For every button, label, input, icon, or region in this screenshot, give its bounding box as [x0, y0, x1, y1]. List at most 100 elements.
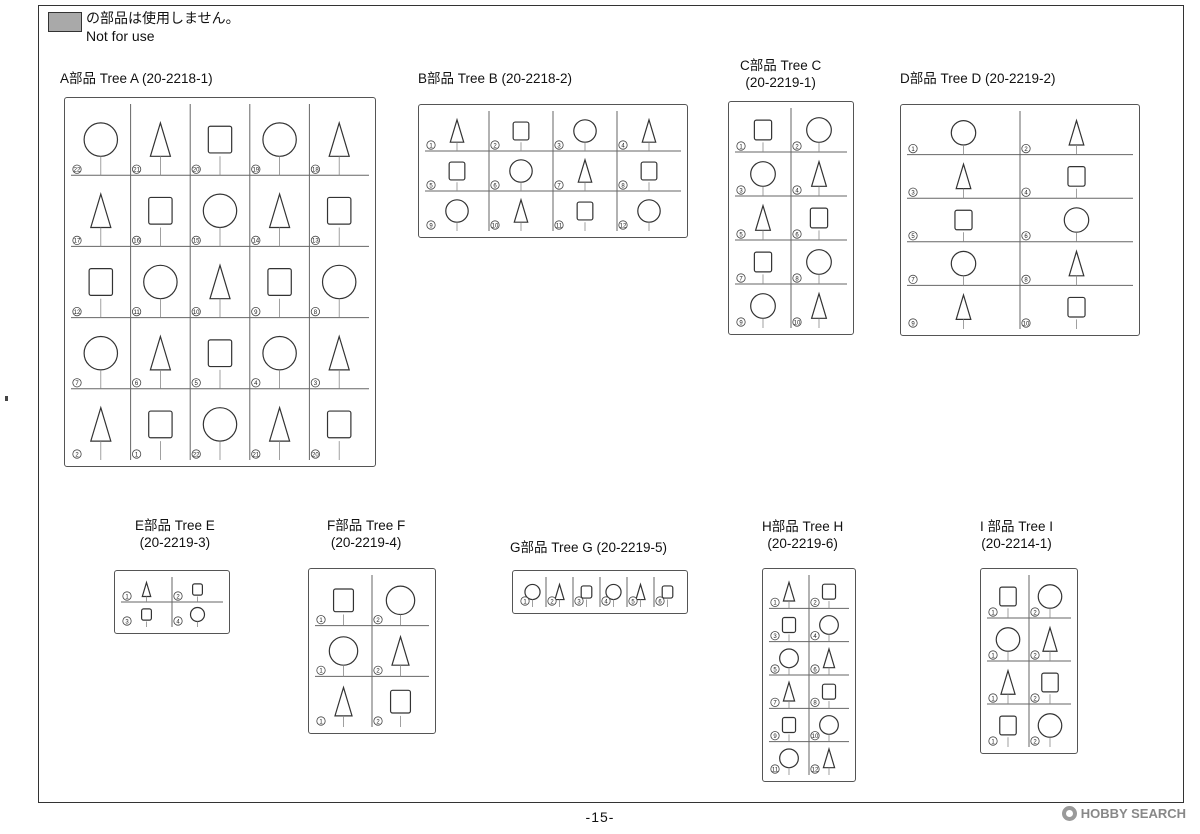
- part-number-tag: 11: [770, 764, 780, 774]
- svg-text:4: 4: [604, 599, 608, 605]
- part-number-tag: 4: [251, 378, 261, 388]
- watermark: HOBBY SEARCH: [1061, 806, 1186, 821]
- part-number-tag: 1: [426, 140, 436, 150]
- svg-text:2: 2: [1033, 610, 1037, 616]
- part-number-tag: 12: [72, 307, 82, 317]
- tree-f-label: F部品 Tree F (20-2219-4): [327, 517, 405, 551]
- part-number-tag: 7: [770, 697, 780, 707]
- part-number-tag: 3: [908, 187, 918, 197]
- svg-text:1: 1: [773, 601, 777, 607]
- svg-text:5: 5: [911, 234, 915, 240]
- svg-text:1: 1: [991, 653, 995, 659]
- part-number-tag: 1: [736, 141, 746, 151]
- svg-text:12: 12: [74, 310, 81, 316]
- watermark-text: HOBBY SEARCH: [1080, 806, 1186, 821]
- part-number-tag: 1: [316, 665, 326, 675]
- svg-text:10: 10: [794, 320, 801, 326]
- part-number-tag: 2: [1030, 607, 1040, 617]
- part-number-tag: 3: [310, 378, 320, 388]
- svg-text:18: 18: [312, 168, 319, 174]
- part-number-tag: 1: [988, 693, 998, 703]
- part-number-tag: 17: [72, 235, 82, 245]
- svg-text:2: 2: [176, 594, 180, 600]
- svg-text:12: 12: [620, 223, 627, 229]
- part-number-tag: 22: [191, 449, 201, 459]
- svg-text:2: 2: [1033, 653, 1037, 659]
- svg-text:10: 10: [492, 223, 499, 229]
- svg-text:11: 11: [556, 223, 563, 229]
- svg-text:7: 7: [773, 701, 777, 707]
- svg-text:1: 1: [523, 599, 527, 605]
- svg-text:4: 4: [254, 381, 258, 387]
- svg-text:2: 2: [75, 452, 79, 458]
- part-number-tag: 9: [251, 307, 261, 317]
- part-number-tag: 2: [792, 141, 802, 151]
- part-number-tag: 9: [426, 220, 436, 230]
- part-number-tag: 10: [792, 317, 802, 327]
- svg-text:1: 1: [319, 719, 323, 725]
- svg-text:8: 8: [1024, 278, 1028, 284]
- svg-text:6: 6: [795, 232, 799, 238]
- svg-text:6: 6: [658, 599, 662, 605]
- svg-text:17: 17: [74, 239, 81, 245]
- tree-g-label: G部品 Tree G (20-2219-5): [510, 539, 667, 556]
- part-number-tag: 2: [72, 449, 82, 459]
- tree-h-number: (20-2219-6): [767, 536, 838, 551]
- part-number-tag: 8: [1021, 274, 1031, 284]
- part-number-tag: 1: [988, 650, 998, 660]
- part-number-tag: 3: [122, 616, 132, 626]
- part-number-tag: 21: [132, 164, 142, 174]
- tree-i-label: I 部品 Tree I (20-2214-1): [980, 518, 1053, 552]
- tree-e-number: (20-2219-3): [139, 535, 211, 550]
- svg-text:4: 4: [795, 188, 799, 194]
- part-number-tag: 6: [490, 180, 500, 190]
- page-frame: [38, 5, 1184, 803]
- svg-text:4: 4: [621, 143, 625, 149]
- part-number-tag: 11: [132, 307, 142, 317]
- tree-c-number: (20-2219-1): [745, 75, 816, 90]
- svg-text:6: 6: [135, 381, 139, 387]
- svg-text:1: 1: [991, 610, 995, 616]
- part-number-tag: 9: [908, 318, 918, 328]
- tree-b-label: B部品 Tree B (20-2218-2): [418, 70, 572, 87]
- part-number-tag: 8: [310, 307, 320, 317]
- svg-text:22: 22: [74, 168, 81, 174]
- tree-d-title: D部品 Tree D (20-2219-2): [900, 71, 1056, 86]
- svg-text:9: 9: [254, 310, 258, 316]
- svg-text:2: 2: [376, 618, 380, 624]
- svg-text:2: 2: [795, 144, 799, 150]
- svg-text:14: 14: [252, 239, 259, 245]
- part-number-tag: 4: [601, 596, 611, 606]
- part-number-tag: 5: [908, 231, 918, 241]
- part-number-tag: 22: [72, 164, 82, 174]
- part-number-tag: 10: [191, 307, 201, 317]
- svg-text:2: 2: [1033, 739, 1037, 745]
- tree-e-title: E部品 Tree E: [135, 518, 215, 533]
- svg-text:9: 9: [911, 321, 915, 327]
- part-number-tag: 3: [574, 596, 584, 606]
- svg-text:2: 2: [493, 143, 497, 149]
- part-number-tag: 5: [770, 664, 780, 674]
- part-number-tag: 1: [988, 607, 998, 617]
- tree-g-title: G部品 Tree G (20-2219-5): [510, 540, 668, 555]
- svg-text:6: 6: [813, 667, 817, 673]
- part-number-tag: 1: [770, 597, 780, 607]
- part-number-tag: 21: [251, 449, 261, 459]
- part-number-tag: 1: [908, 143, 918, 154]
- svg-text:15: 15: [193, 239, 200, 245]
- part-number-tag: 9: [736, 317, 746, 327]
- tree-c-title: C部品 Tree C: [740, 58, 822, 73]
- part-number-tag: 2: [1030, 736, 1040, 746]
- part-number-tag: 2: [373, 615, 383, 625]
- part-number-tag: 13: [310, 235, 320, 245]
- svg-text:3: 3: [773, 634, 777, 640]
- part-number-tag: 4: [618, 140, 628, 150]
- svg-text:7: 7: [739, 276, 743, 282]
- part-number-tag: 20: [191, 164, 201, 174]
